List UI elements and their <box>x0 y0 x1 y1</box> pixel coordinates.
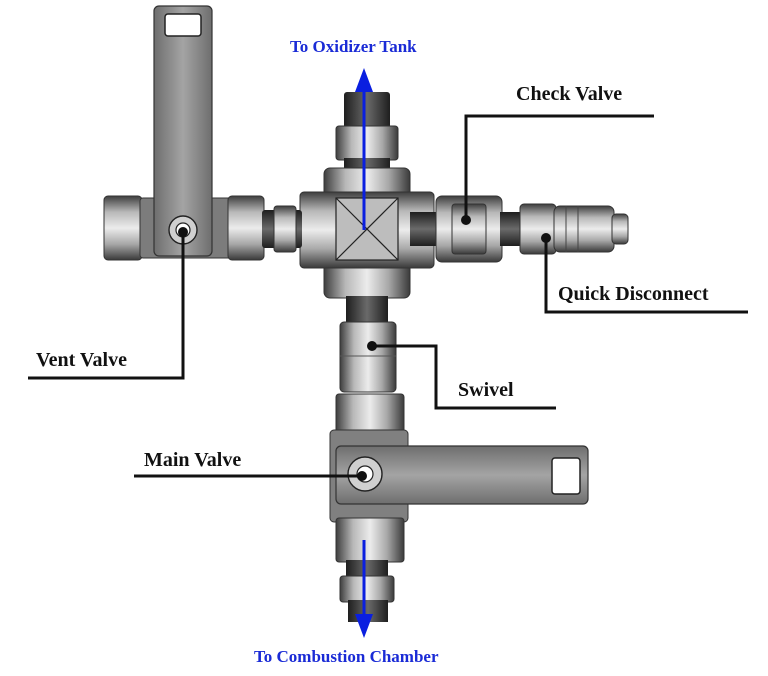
label-main-valve: Main Valve <box>144 449 242 471</box>
vent-valve <box>103 5 302 261</box>
main-valve <box>329 393 589 563</box>
top-fitting <box>335 92 399 172</box>
label-to-combustion-chamber: To Combustion Chamber <box>254 647 439 666</box>
label-vent-valve: Vent Valve <box>36 349 127 371</box>
label-swivel: Swivel <box>458 379 514 401</box>
swivel <box>339 296 397 393</box>
label-quick-disconnect: Quick Disconnect <box>558 283 709 305</box>
leader-swivel <box>367 341 556 410</box>
leader-check-valve <box>461 114 654 225</box>
bottom-fitting <box>339 560 395 622</box>
label-to-oxidizer-tank: To Oxidizer Tank <box>290 37 417 56</box>
check-valve <box>410 195 522 263</box>
leader-quick-disconnect <box>541 233 748 314</box>
label-check-valve: Check Valve <box>516 83 623 105</box>
leader-main-valve <box>134 471 367 481</box>
leader-vent-valve <box>28 227 188 380</box>
flow-arrow-down <box>355 540 373 638</box>
cross-fitting <box>299 167 435 299</box>
quick-disconnect <box>519 203 629 255</box>
flow-arrow-up <box>355 68 373 230</box>
